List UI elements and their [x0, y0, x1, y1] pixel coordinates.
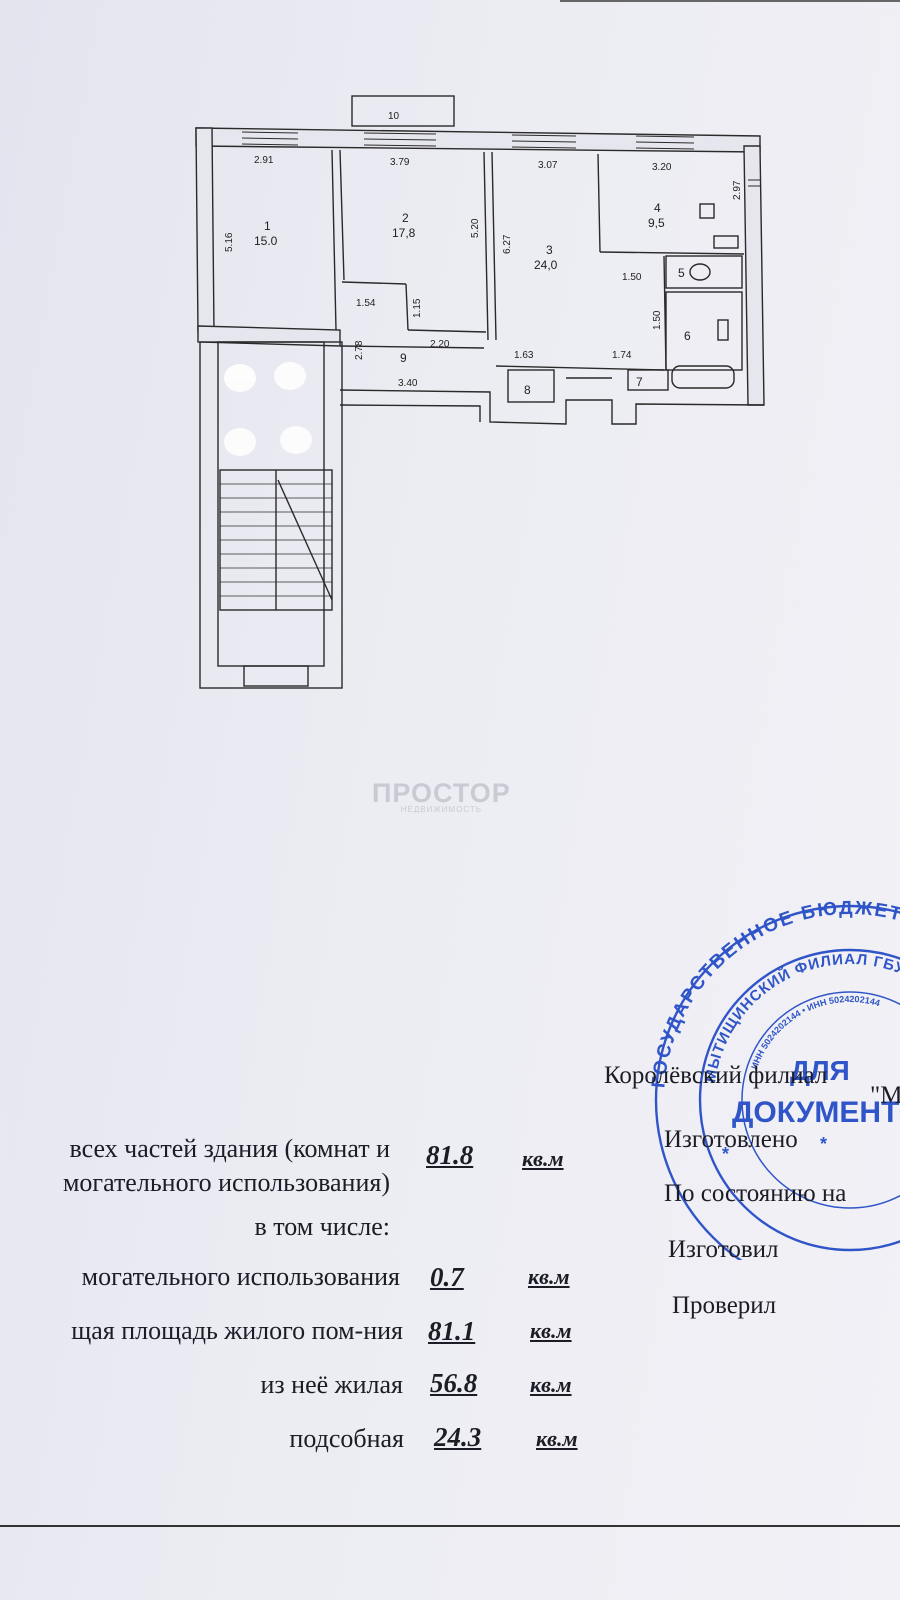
wall-r3-r4: [597, 153, 601, 253]
stamp-center-line1: ДЛЯ: [790, 1055, 850, 1086]
dim-r3-side: 6.27: [502, 234, 513, 254]
wall-r2-r3: [483, 151, 489, 341]
wall-r4-bottom: [599, 251, 745, 255]
stair-window: [243, 665, 309, 687]
dim-r4-side: 2.97: [732, 180, 743, 200]
stamp-core-ring: [741, 991, 900, 1209]
room8: [507, 369, 555, 403]
value-total: 81.8: [426, 1140, 474, 1170]
summary-label-total: всех частей здания (комнат и: [69, 1134, 391, 1163]
floor-plan: 10 2.91 5.16 3.79 5.20 3.07 6.27 3.20 2.…: [195, 95, 765, 689]
stamp-center-line2: ДОКУМЕНТОВ: [732, 1096, 900, 1129]
bathtub: [671, 365, 735, 389]
room3-number: 3: [546, 243, 553, 257]
room4-number: 4: [654, 201, 661, 215]
unit-total: кв.м: [522, 1146, 564, 1171]
redaction-blobs: [224, 362, 312, 456]
closet-top: [341, 281, 407, 285]
room8-number: 8: [524, 383, 531, 397]
room1-number: 1: [264, 219, 271, 233]
page-top-edge-line: [560, 0, 900, 10]
as-of-label: По состоянию на: [664, 1180, 847, 1207]
value-auxiliary: 0.7: [430, 1262, 464, 1292]
wall-r1-r2: [331, 149, 337, 331]
dim-closet-side: 1.15: [412, 298, 423, 318]
outer-wall-right: [743, 145, 765, 406]
unit-utility: кв.м: [536, 1426, 578, 1451]
stamp-star-2: *: [722, 1144, 729, 1164]
dim-r4-top: 3.20: [652, 162, 672, 173]
outer-wall-bottom: [339, 389, 765, 425]
staircase-outer: [199, 341, 343, 689]
summary-label-auxiliary: могательного использования: [81, 1262, 400, 1291]
stair-treads: [220, 483, 332, 597]
stove-icon: [699, 203, 715, 219]
dim-closet-top: 1.54: [356, 298, 376, 309]
dim-corr-left: 1.63: [514, 350, 534, 361]
dim-hall-mid: 2.20: [430, 339, 450, 350]
room5-wc: [665, 255, 743, 289]
room6-bath: [665, 291, 743, 371]
inner-wall-r1-bottom: [197, 325, 341, 347]
dim-r1-top: 2.91: [254, 155, 274, 166]
official-stamp: ГОСУДАРСТВЕННОЕ БЮДЖЕТНОЕ УЧРЕЖДЕНИЕ МОС…: [640, 900, 900, 1260]
outer-wall-left: [195, 127, 215, 333]
room4-area: 9,5: [648, 216, 665, 230]
hall-top-right: [339, 345, 485, 349]
stamp-star: *: [820, 1134, 827, 1154]
watermark-brand: ПРОСТОР: [372, 778, 511, 808]
dim-r2-side: 5.20: [470, 218, 481, 238]
dim-corr-right: 1.74: [612, 350, 632, 361]
unit-auxiliary: кв.м: [528, 1264, 570, 1289]
value-living-total: 81.1: [428, 1316, 476, 1346]
closet-bottom: [407, 329, 487, 333]
bath-sink-icon: [717, 319, 729, 341]
bottom-rule: [0, 1525, 900, 1527]
room2-area: 17,8: [392, 226, 416, 240]
unit-residential: кв.м: [530, 1372, 572, 1397]
outer-wall-bottom-inner: [339, 404, 481, 422]
wall-r2-r3-b: [491, 151, 497, 341]
summary-label-residential: из неё жилая: [260, 1370, 403, 1399]
wall-r1-r2-b: [339, 149, 345, 281]
watermark-tagline: НЕДВИЖИМОСТЬ: [400, 805, 482, 814]
unit-living-total: кв.м: [530, 1318, 572, 1343]
sink-icon: [713, 235, 739, 249]
made-by-label: Изготовил: [668, 1236, 779, 1263]
windows: [241, 131, 760, 187]
balcony: [351, 95, 455, 127]
toilet-icon: [689, 263, 711, 281]
watermark: ПРОСТОР НЕДВИЖИМОСТЬ: [372, 778, 511, 814]
dim-bath-side: 1.50: [652, 310, 663, 330]
dim-wc-top: 1.50: [622, 272, 642, 283]
dim-hall-side: 2.78: [354, 340, 365, 360]
value-utility: 24.3: [434, 1422, 482, 1452]
checked-label: Проверил: [672, 1292, 777, 1319]
room3-area: 24,0: [534, 258, 558, 272]
room6-number: 6: [684, 329, 691, 343]
dim-r2-top: 3.79: [390, 157, 410, 168]
summary-label-living-total: щая площадь жилого пом-ния: [71, 1316, 403, 1345]
dim-r3-top: 3.07: [538, 160, 558, 171]
closet-right: [405, 283, 409, 331]
branch-name: Королёвский филиал: [604, 1062, 828, 1089]
room9-number: 9: [400, 351, 407, 365]
room1-area: 15.0: [254, 234, 278, 248]
dim-hall-bottom: 3.40: [398, 378, 418, 389]
room7: [627, 369, 669, 391]
room7-number: 7: [636, 375, 643, 389]
dim-balcony: 10: [388, 111, 400, 122]
summary-label-total-cont: могательного использования): [62, 1168, 390, 1197]
room5-number: 5: [678, 266, 685, 280]
stamp-inner-ring: [698, 948, 900, 1252]
dim-r1-side: 5.16: [224, 232, 235, 252]
room2-number: 2: [402, 211, 409, 225]
stamp-outer-ring: [654, 904, 900, 1260]
summary-label-utility: подсобная: [289, 1424, 404, 1453]
summary-label-including: в том числе:: [254, 1212, 390, 1241]
made-label: Изготовлено: [664, 1126, 798, 1153]
value-residential: 56.8: [430, 1368, 478, 1398]
branch-quote: "М: [870, 1082, 900, 1109]
